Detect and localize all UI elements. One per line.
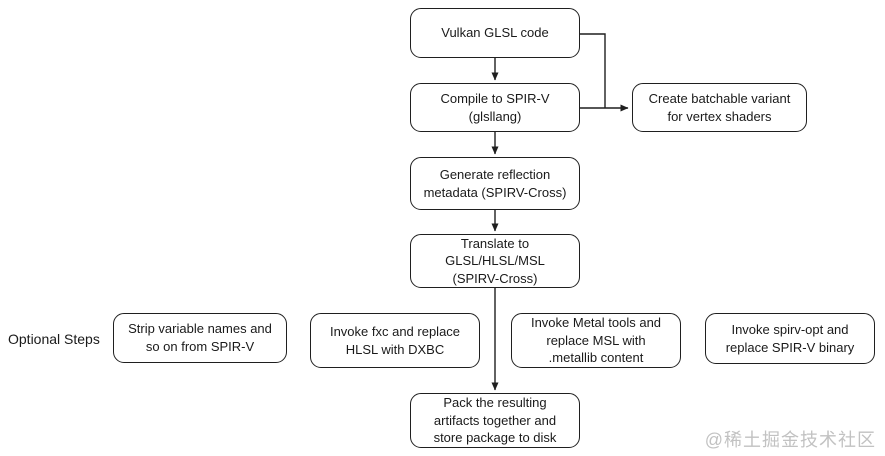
node-label: Invoke spirv-opt and replace SPIR-V bina…: [725, 321, 855, 355]
node-label: Vulkan GLSL code: [441, 25, 549, 41]
node-translate-to-glsl-hlsl-msl: Translate to GLSL/HLSL/MSL (SPIRV-Cross): [410, 234, 580, 288]
node-invoke-fxc: Invoke fxc and replace HLSL with DXBC: [310, 313, 480, 368]
node-label: Compile to SPIR-V (glsllang): [440, 90, 550, 124]
watermark: @稀土掘金技术社区: [704, 430, 876, 450]
node-label: Invoke Metal tools and replace MSL with …: [530, 315, 662, 366]
optional-steps-label: Optional Steps: [8, 331, 100, 347]
node-pack-artifacts: Pack the resulting artifacts together an…: [410, 393, 580, 448]
connector-vulkan-to-batchable: [580, 33, 606, 108]
node-label: Translate to GLSL/HLSL/MSL (SPIRV-Cross): [445, 235, 545, 286]
node-compile-to-spirv: Compile to SPIR-V (glsllang): [410, 83, 580, 132]
node-generate-reflection-metadata: Generate reflection metadata (SPIRV-Cros…: [410, 157, 580, 210]
node-create-batchable-variant: Create batchable variant for vertex shad…: [632, 83, 807, 132]
node-label: Strip variable names and so on from SPIR…: [128, 321, 272, 354]
node-strip-variable-names: Strip variable names and so on from SPIR…: [113, 313, 287, 363]
node-invoke-metal-tools: Invoke Metal tools and replace MSL with …: [511, 313, 681, 368]
node-label: Generate reflection metadata (SPIRV-Cros…: [423, 166, 567, 200]
node-invoke-spirv-opt: Invoke spirv-opt and replace SPIR-V bina…: [705, 313, 875, 364]
node-label: Pack the resulting artifacts together an…: [433, 395, 557, 446]
node-label: Create batchable variant for vertex shad…: [648, 90, 791, 124]
node-vulkan-glsl-code: Vulkan GLSL code: [410, 8, 580, 58]
node-label: Invoke fxc and replace HLSL with DXBC: [329, 323, 461, 357]
